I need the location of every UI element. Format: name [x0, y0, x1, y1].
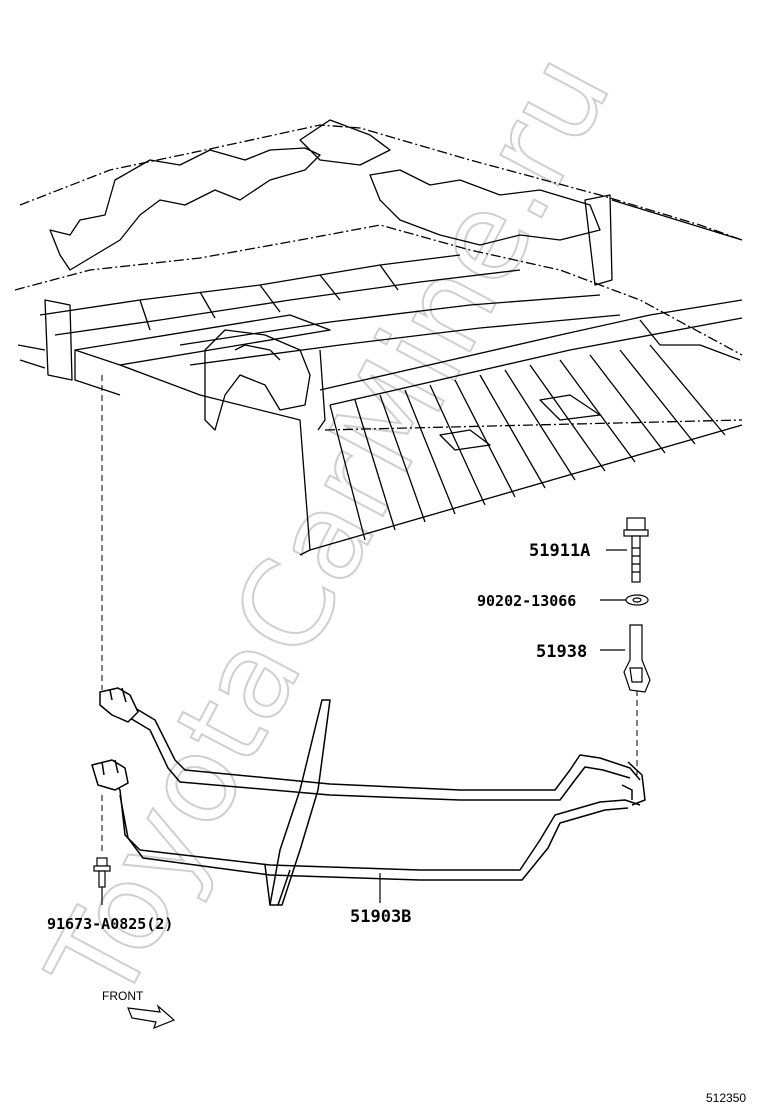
bracket-51938-icon	[623, 624, 651, 693]
support-bar-51903b	[91, 687, 646, 906]
label-51911a: 51911A	[529, 541, 590, 561]
label-90202-13066: 90202-13066	[477, 592, 576, 610]
label-91673-a0825: 91673-A0825(2)	[47, 915, 173, 933]
diagram-id: 512350	[706, 1091, 746, 1105]
clip-bolt-91673-icon	[93, 857, 111, 905]
front-arrow-icon	[127, 1004, 176, 1030]
label-51903b: 51903B	[350, 907, 411, 927]
label-51938: 51938	[536, 642, 587, 662]
washer-90202-icon	[625, 594, 649, 606]
bolt-51911a-icon	[623, 517, 649, 583]
leader-lines	[101, 375, 638, 855]
front-label: FRONT	[102, 989, 144, 1003]
floor-panel-drawing	[14, 119, 743, 556]
